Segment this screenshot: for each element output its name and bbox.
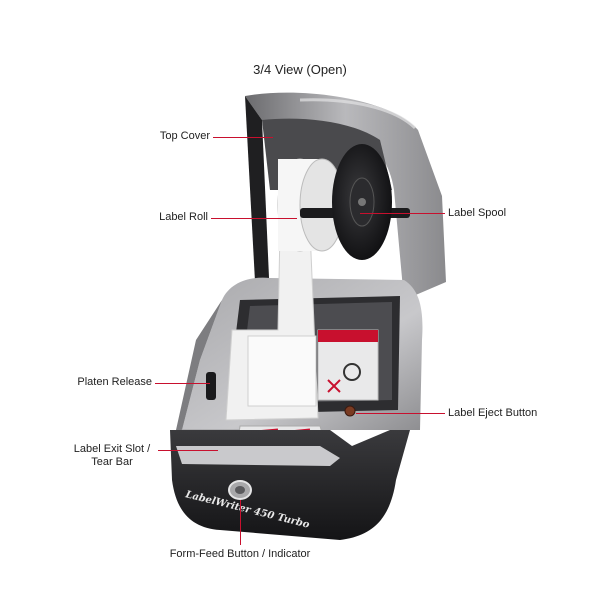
warning-placard: [317, 329, 379, 401]
label-roll: [277, 158, 345, 252]
leader-label-eject-button: [356, 413, 445, 414]
label-top-cover: Top Cover: [159, 130, 210, 142]
leader-form-feed-button: [240, 500, 241, 545]
label-label-exit-slot-line2: Tear Bar: [91, 456, 133, 468]
label-label-roll: Label Roll: [159, 211, 208, 223]
form-feed-button: [228, 480, 252, 500]
label-platen-release: Platen Release: [77, 376, 152, 388]
printer-base: [170, 430, 410, 540]
platen-release-lever: [206, 372, 216, 400]
label-strip: [225, 229, 319, 421]
label-label-exit-slot-line1: Label Exit Slot /: [73, 443, 151, 455]
leader-label-spool: [360, 213, 445, 214]
label-label-spool: Label Spool: [448, 207, 507, 219]
leader-top-cover: [213, 137, 273, 138]
leader-label-roll: [211, 218, 297, 219]
diagram-title: 3/4 View (Open): [253, 62, 347, 77]
leader-label-exit-slot: [158, 450, 218, 451]
label-eject-button: [344, 405, 356, 417]
label-label-eject-button: Label Eject Button: [448, 407, 538, 419]
leader-platen-release: [155, 383, 210, 384]
label-form-feed-button: Form-Feed Button / Indicator: [169, 548, 311, 560]
label-spool: [300, 144, 410, 260]
